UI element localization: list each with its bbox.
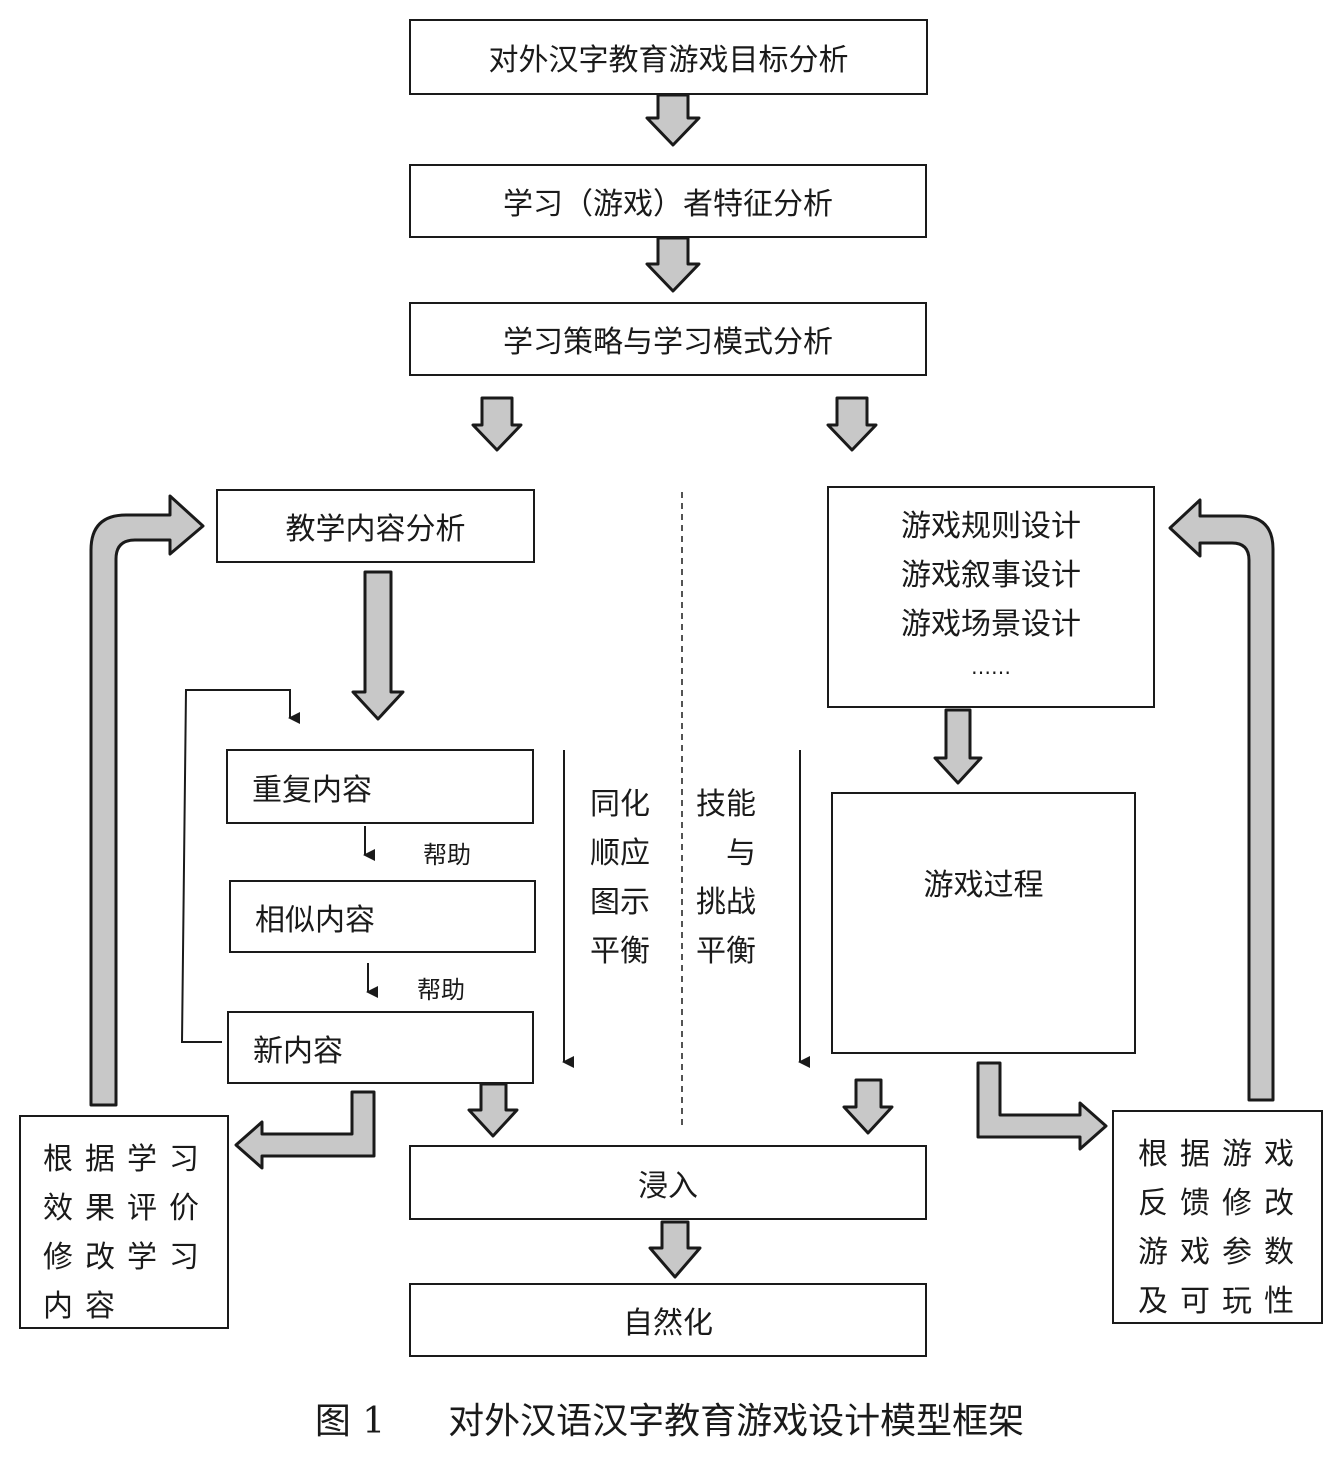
- game-design-line: 游戏叙事设计: [901, 558, 1081, 593]
- repeat-content-box: 重复内容: [226, 749, 534, 824]
- left-feedback-line: 修改学习: [43, 1240, 211, 1275]
- block-arrow-strategy-to-content: [471, 396, 523, 452]
- right-feedback-box: 根据游戏 反馈修改 游戏参数 及可玩性: [1112, 1110, 1323, 1324]
- left-feedback-line: 效果评价: [43, 1191, 211, 1226]
- assimilation-line: 顺应: [590, 836, 650, 871]
- right-feedback-line: 反馈修改: [1138, 1186, 1306, 1221]
- game-design-line: 游戏场景设计: [901, 607, 1081, 642]
- block-arrow-right-return: [1168, 498, 1275, 1102]
- block-arrow-new-to-left-feedback: [234, 1090, 376, 1170]
- assimilation-line: 平衡: [590, 934, 650, 969]
- left-feedback-line: 根据学习: [43, 1142, 211, 1177]
- figure-caption: 图 1 对外汉语汉字教育游戏设计模型框架: [0, 1392, 1339, 1444]
- repeat-content-label: 重复内容: [252, 772, 372, 808]
- block-arrow-right-to-immersion: [842, 1078, 894, 1135]
- new-content-box: 新内容: [227, 1011, 534, 1084]
- right-feedback-line: 及可玩性: [1138, 1284, 1306, 1319]
- strategy-analysis-box: 学习策略与学习模式分析: [409, 302, 927, 376]
- game-design-box: 游戏规则设计 游戏叙事设计 游戏场景设计 ……: [827, 486, 1155, 708]
- content-analysis-label: 教学内容分析: [285, 512, 466, 547]
- game-process-label: 游戏过程: [923, 868, 1044, 903]
- right-feedback-line: 根据游戏: [1138, 1137, 1306, 1172]
- left-feedback-line: 内容: [43, 1289, 127, 1324]
- assimilation-label-stack: 同化 顺应 图示 平衡: [590, 780, 650, 976]
- game-design-line: 游戏规则设计: [901, 509, 1081, 544]
- immersion-label: 浸入: [638, 1168, 698, 1204]
- skill-line: 平衡: [696, 934, 756, 969]
- learner-analysis-box: 学习（游戏）者特征分析: [409, 164, 927, 238]
- naturalization-box: 自然化: [409, 1283, 927, 1357]
- help-label-1: 帮助: [423, 841, 471, 869]
- left-feedback-box: 根据学习 效果评价 修改学习 内容: [19, 1115, 229, 1329]
- figure-title: 对外汉语汉字教育游戏设计模型框架: [448, 1401, 1025, 1442]
- skill-line: 挑战: [696, 885, 756, 920]
- right-feedback-line: 游戏参数: [1138, 1235, 1306, 1270]
- skill-line: 技能: [696, 787, 756, 822]
- goal-analysis-box: 对外汉字教育游戏目标分析: [409, 19, 928, 95]
- block-arrow-left-return: [89, 494, 205, 1107]
- game-design-line: ……: [971, 655, 1011, 679]
- similar-content-label: 相似内容: [255, 902, 375, 938]
- figure-label: 图 1: [314, 1401, 386, 1442]
- block-arrow-immersion-to-natural: [648, 1220, 702, 1279]
- assimilation-line: 图示: [590, 885, 650, 920]
- block-arrow-strategy-to-design: [826, 396, 878, 452]
- skill-label-stack: 技能 与 挑战 平衡: [690, 780, 756, 976]
- block-arrow-left-to-immersion: [467, 1082, 519, 1138]
- game-process-box: 游戏过程: [831, 792, 1136, 1054]
- goal-analysis-label: 对外汉字教育游戏目标分析: [488, 43, 849, 78]
- block-arrow-process-to-right-feedback: [976, 1061, 1108, 1151]
- skill-line: 与: [726, 836, 756, 871]
- immersion-box: 浸入: [409, 1145, 927, 1220]
- naturalization-label: 自然化: [623, 1306, 713, 1341]
- similar-content-box: 相似内容: [229, 880, 536, 953]
- learner-analysis-label: 学习（游戏）者特征分析: [503, 187, 833, 222]
- assimilation-line: 同化: [590, 787, 650, 822]
- block-arrow-design-to-process: [933, 708, 983, 785]
- strategy-analysis-label: 学习策略与学习模式分析: [503, 325, 833, 360]
- new-content-label: 新内容: [253, 1033, 343, 1069]
- block-arrow-learner-to-strategy: [645, 236, 701, 293]
- content-analysis-box: 教学内容分析: [216, 489, 535, 563]
- block-arrow-content-down: [351, 570, 405, 721]
- help-label-2: 帮助: [417, 976, 465, 1004]
- loop-back-line: [180, 689, 300, 1043]
- block-arrow-goal-to-learner: [645, 93, 701, 147]
